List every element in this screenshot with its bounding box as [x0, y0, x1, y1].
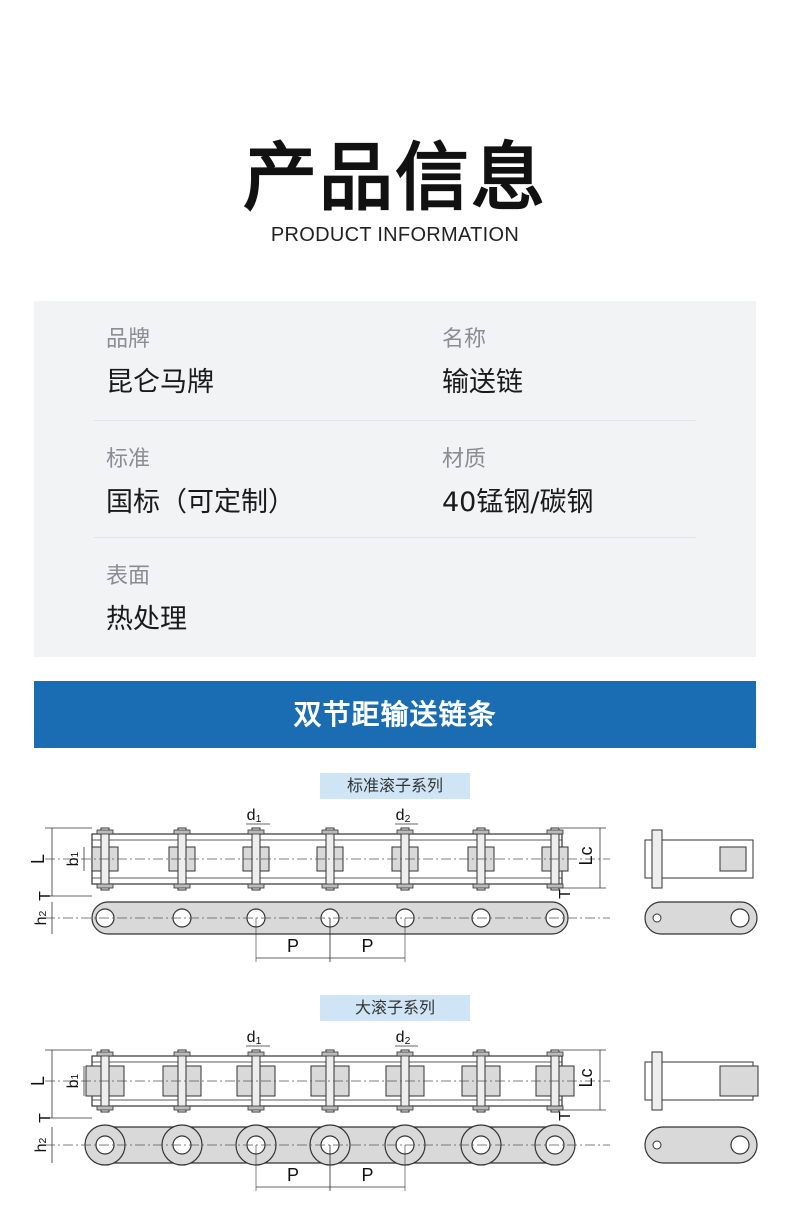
lrg-end-front-plate: [644, 1126, 758, 1164]
lrg-label-L: L: [28, 1076, 48, 1086]
page-subtitle: PRODUCT INFORMATION: [270, 224, 520, 246]
info-row-surface: 表面 热处理: [94, 562, 696, 642]
section-banner: 双节距输送链条: [34, 681, 756, 748]
lrg-pin-tail-7: [546, 1105, 564, 1111]
lrg-end-front-hole: [730, 1135, 750, 1155]
material-label: 材质: [442, 447, 487, 472]
lrg-label-Lc: Lc: [576, 1068, 596, 1087]
std-label-h2: h2: [33, 910, 50, 925]
std-pin-tail-3: [247, 883, 265, 889]
info-cell-surface: 表面 热处理: [106, 562, 187, 638]
name-label: 名称: [442, 327, 487, 352]
material-value: 40锰钢/碳钢: [442, 487, 594, 518]
std-pin-head-5: [396, 829, 414, 835]
std-label-P-2: P: [361, 936, 373, 956]
lrg-pin-head-1: [96, 1051, 114, 1057]
lrg-end-front-pin: [652, 1140, 662, 1150]
lrg-pin-head-3: [247, 1051, 265, 1057]
std-end-front-hole: [730, 908, 750, 928]
std-end-pin: [651, 829, 663, 889]
lrg-pin-head-5: [396, 1051, 414, 1057]
brand-value: 昆仑马牌: [106, 367, 214, 398]
lrg-pin-tail-5: [396, 1105, 414, 1111]
std-pin-head-1: [96, 829, 114, 835]
std-label-d1: d1: [247, 807, 262, 825]
lrg-pin-head-4: [321, 1051, 339, 1057]
info-cell-brand: 品牌 昆仑马牌: [106, 325, 214, 401]
lrg-pin-tail-3: [247, 1105, 265, 1111]
standard-label: 标准: [106, 447, 151, 472]
surface-value: 热处理: [106, 604, 187, 635]
product-info-card: 品牌 昆仑马牌 名称 输送链 标准 国标（可定制） 材质 40锰钢/碳钢 表面 …: [34, 301, 756, 657]
std-label-L: L: [28, 854, 48, 864]
page-title: 产品信息: [243, 135, 547, 221]
std-pin-head-6: [472, 829, 490, 835]
lrg-label-P-1: P: [287, 1165, 299, 1185]
std-end-front-pin: [652, 913, 662, 923]
lrg-pin-tail-4: [321, 1105, 339, 1111]
lrg-label-b1: b1: [65, 1073, 82, 1088]
surface-label: 表面: [106, 564, 151, 589]
std-pin-tail-4: [321, 883, 339, 889]
lrg-label-P-2: P: [361, 1165, 373, 1185]
lrg-pin-tail-1: [96, 1105, 114, 1111]
std-end-view: [644, 839, 754, 879]
lrg-pin-tail-2: [173, 1105, 191, 1111]
lrg-label-T-right: T: [557, 1111, 574, 1121]
std-end-front-plate: [644, 901, 758, 935]
std-pin-tail-7: [546, 883, 564, 889]
std-label-T: T: [37, 891, 54, 901]
std-label-P-1: P: [287, 936, 299, 956]
std-pin-head-3: [247, 829, 265, 835]
info-row-brand-name: 品牌 昆仑马牌 名称 输送链: [94, 325, 696, 421]
lrg-label-T: T: [37, 1113, 54, 1123]
std-pin-head-2: [173, 829, 191, 835]
name-value: 输送链: [442, 367, 523, 398]
std-pin-tail-1: [96, 883, 114, 889]
std-label-Lc: Lc: [576, 846, 596, 865]
info-cell-name: 名称 输送链: [442, 325, 523, 401]
info-cell-material: 材质 40锰钢/碳钢: [442, 445, 593, 521]
lrg-end-pin: [651, 1051, 663, 1111]
standard-value: 国标（可定制）: [106, 487, 295, 518]
std-pin-tail-5: [396, 883, 414, 889]
info-row-standard-material: 标准 国标（可定制） 材质 40锰钢/碳钢: [94, 445, 696, 538]
std-pin-head-4: [321, 829, 339, 835]
std-end-roller: [719, 846, 747, 872]
info-cell-standard: 标准 国标（可定制）: [106, 445, 295, 521]
brand-label: 品牌: [106, 327, 151, 352]
lrg-pin-tail-6: [472, 1105, 490, 1111]
large-series-tag: 大滚子系列: [320, 995, 470, 1021]
std-label-b1: b1: [65, 851, 82, 866]
lrg-label-d2: d2: [396, 1029, 411, 1047]
lrg-pin-head-2: [173, 1051, 191, 1057]
lrg-label-h2: h2: [33, 1137, 50, 1152]
lrg-pin-head-6: [472, 1051, 490, 1057]
lrg-pin-head-7: [546, 1051, 564, 1057]
std-pin-tail-2: [173, 883, 191, 889]
standard-series-tag: 标准滚子系列: [320, 773, 470, 799]
std-pin-head-7: [546, 829, 564, 835]
std-label-T-right: T: [557, 889, 574, 899]
lrg-end-roller: [719, 1065, 759, 1097]
std-pin-tail-6: [472, 883, 490, 889]
lrg-label-d1: d1: [247, 1029, 262, 1047]
std-label-d2: d2: [396, 807, 411, 825]
